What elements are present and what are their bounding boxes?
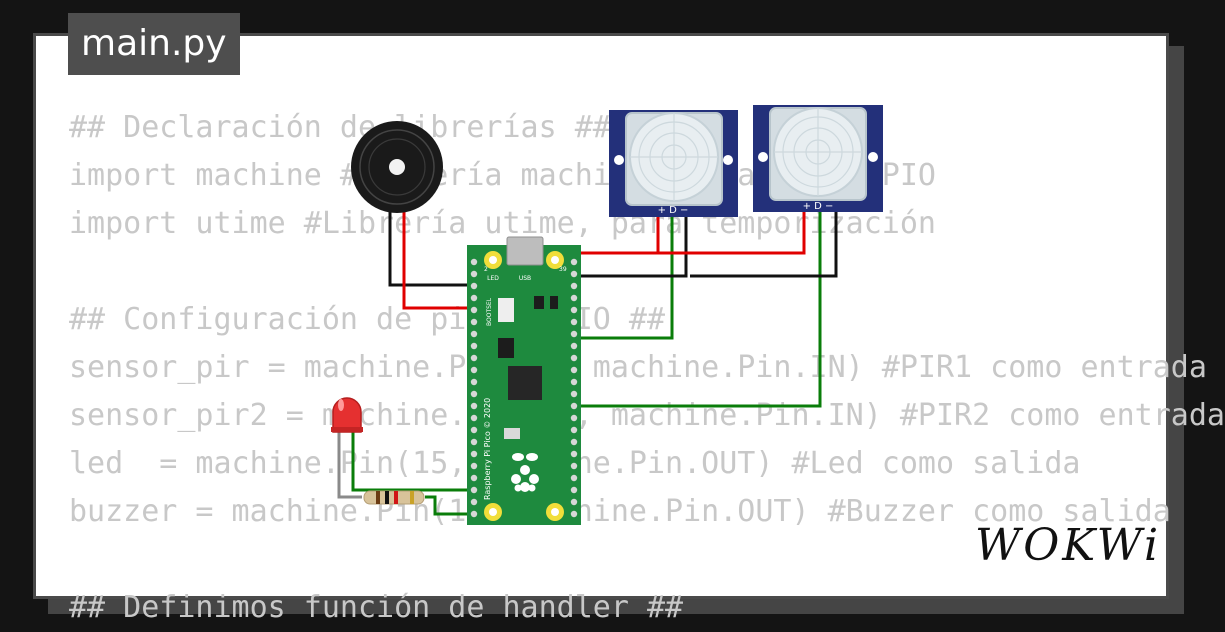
pir-sensor-1[interactable]: + D − — [609, 110, 738, 217]
file-tab[interactable]: main.py — [68, 13, 240, 75]
pin-label-2: 2 — [484, 266, 488, 273]
wire-pir2-out — [572, 210, 822, 408]
circuit-diagram: + D − + D − — [331, 105, 883, 525]
simulator-card: ## Declaración de librerías ##import mac… — [33, 33, 1225, 625]
board-label: Raspberry Pi Pico © 2020 — [483, 398, 492, 500]
pico-mount-holes — [484, 251, 564, 521]
led-label: LED — [487, 275, 499, 282]
code-line: ## Definimos función de handler ## — [69, 590, 684, 625]
wokwi-logo: WOKWi — [975, 520, 1162, 571]
red-led[interactable] — [331, 397, 363, 433]
wire-pir2-gnd — [690, 210, 838, 278]
wire-led-anode — [351, 430, 474, 492]
pir1-pin-labels: + D − — [658, 205, 689, 216]
usb-label: USB — [519, 275, 531, 282]
wire-pir2-vcc — [640, 210, 806, 255]
pir-sensor-2[interactable]: + D − — [753, 105, 883, 212]
pir2-pin-labels: + D − — [803, 201, 834, 212]
bootsel-label: BOOTSEL — [486, 297, 493, 326]
wire-buzzer-red — [402, 185, 474, 310]
resistor[interactable] — [363, 490, 425, 505]
pico-pins-right — [570, 258, 578, 518]
wire-pir1-gnd — [572, 215, 688, 278]
bootsel-button[interactable] — [498, 298, 514, 322]
wire-pir1-out — [572, 215, 674, 340]
usb-connector — [506, 236, 544, 266]
raspberry-pi-pico[interactable]: USB LED 2 39 BOOTSEL Raspberry Pi Pico ©… — [467, 236, 581, 525]
code-line: ## Declaración de librerías ## — [69, 110, 611, 145]
wire-resistor — [425, 495, 474, 516]
pico-pins-left — [470, 258, 478, 518]
wire-pir1-vcc — [572, 215, 660, 255]
pin-label-39: 39 — [559, 266, 567, 273]
wires — [337, 185, 838, 516]
wire-led-cathode — [337, 430, 362, 499]
wire-buzzer-black — [388, 185, 474, 287]
rp2040-chip — [508, 366, 542, 400]
buzzer[interactable] — [351, 121, 443, 213]
raspberry-logo — [511, 453, 539, 492]
